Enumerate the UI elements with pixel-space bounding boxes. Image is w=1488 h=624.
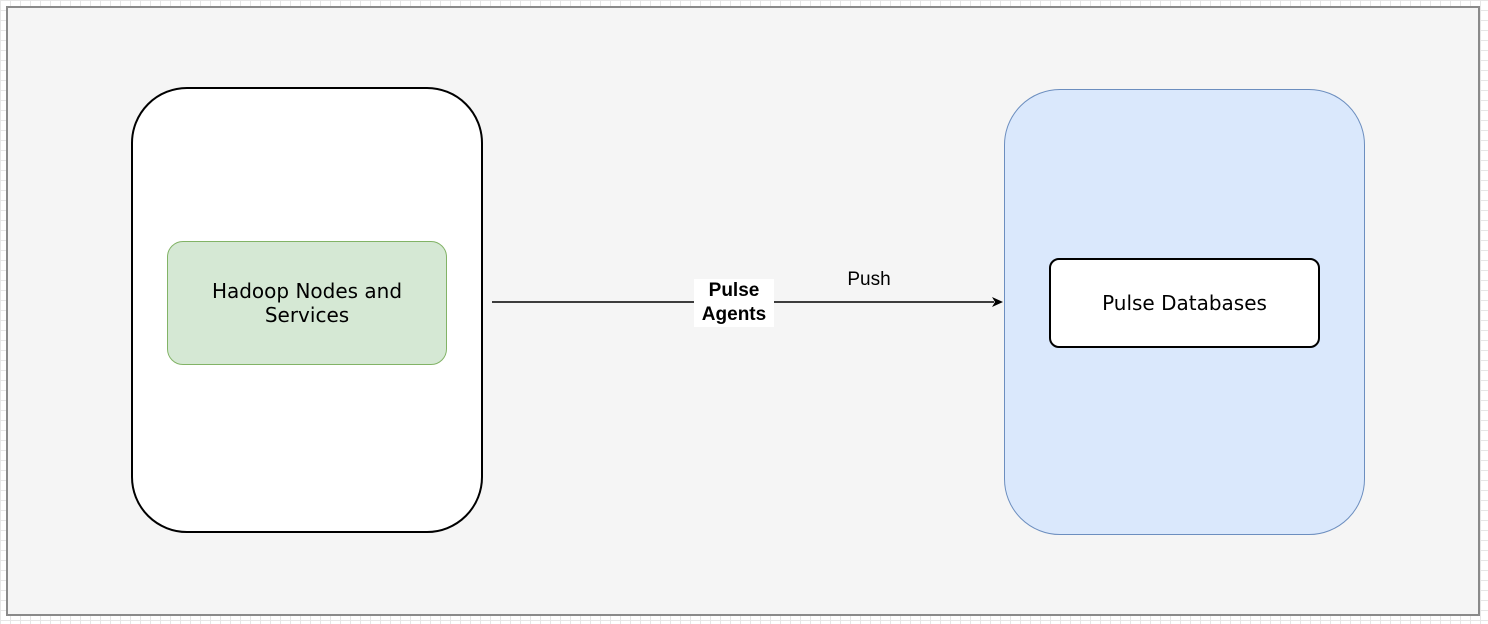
hadoop-nodes-node[interactable]: Hadoop Nodes and Services [167, 241, 447, 365]
pulse-databases-node[interactable]: Pulse Databases [1049, 258, 1320, 348]
hadoop-nodes-label: Hadoop Nodes and Services [211, 279, 403, 327]
push-label: Push [847, 269, 891, 290]
pulse-databases-label: Pulse Databases [1102, 291, 1267, 315]
pulse-agents-label: Pulse Agents [694, 279, 774, 327]
